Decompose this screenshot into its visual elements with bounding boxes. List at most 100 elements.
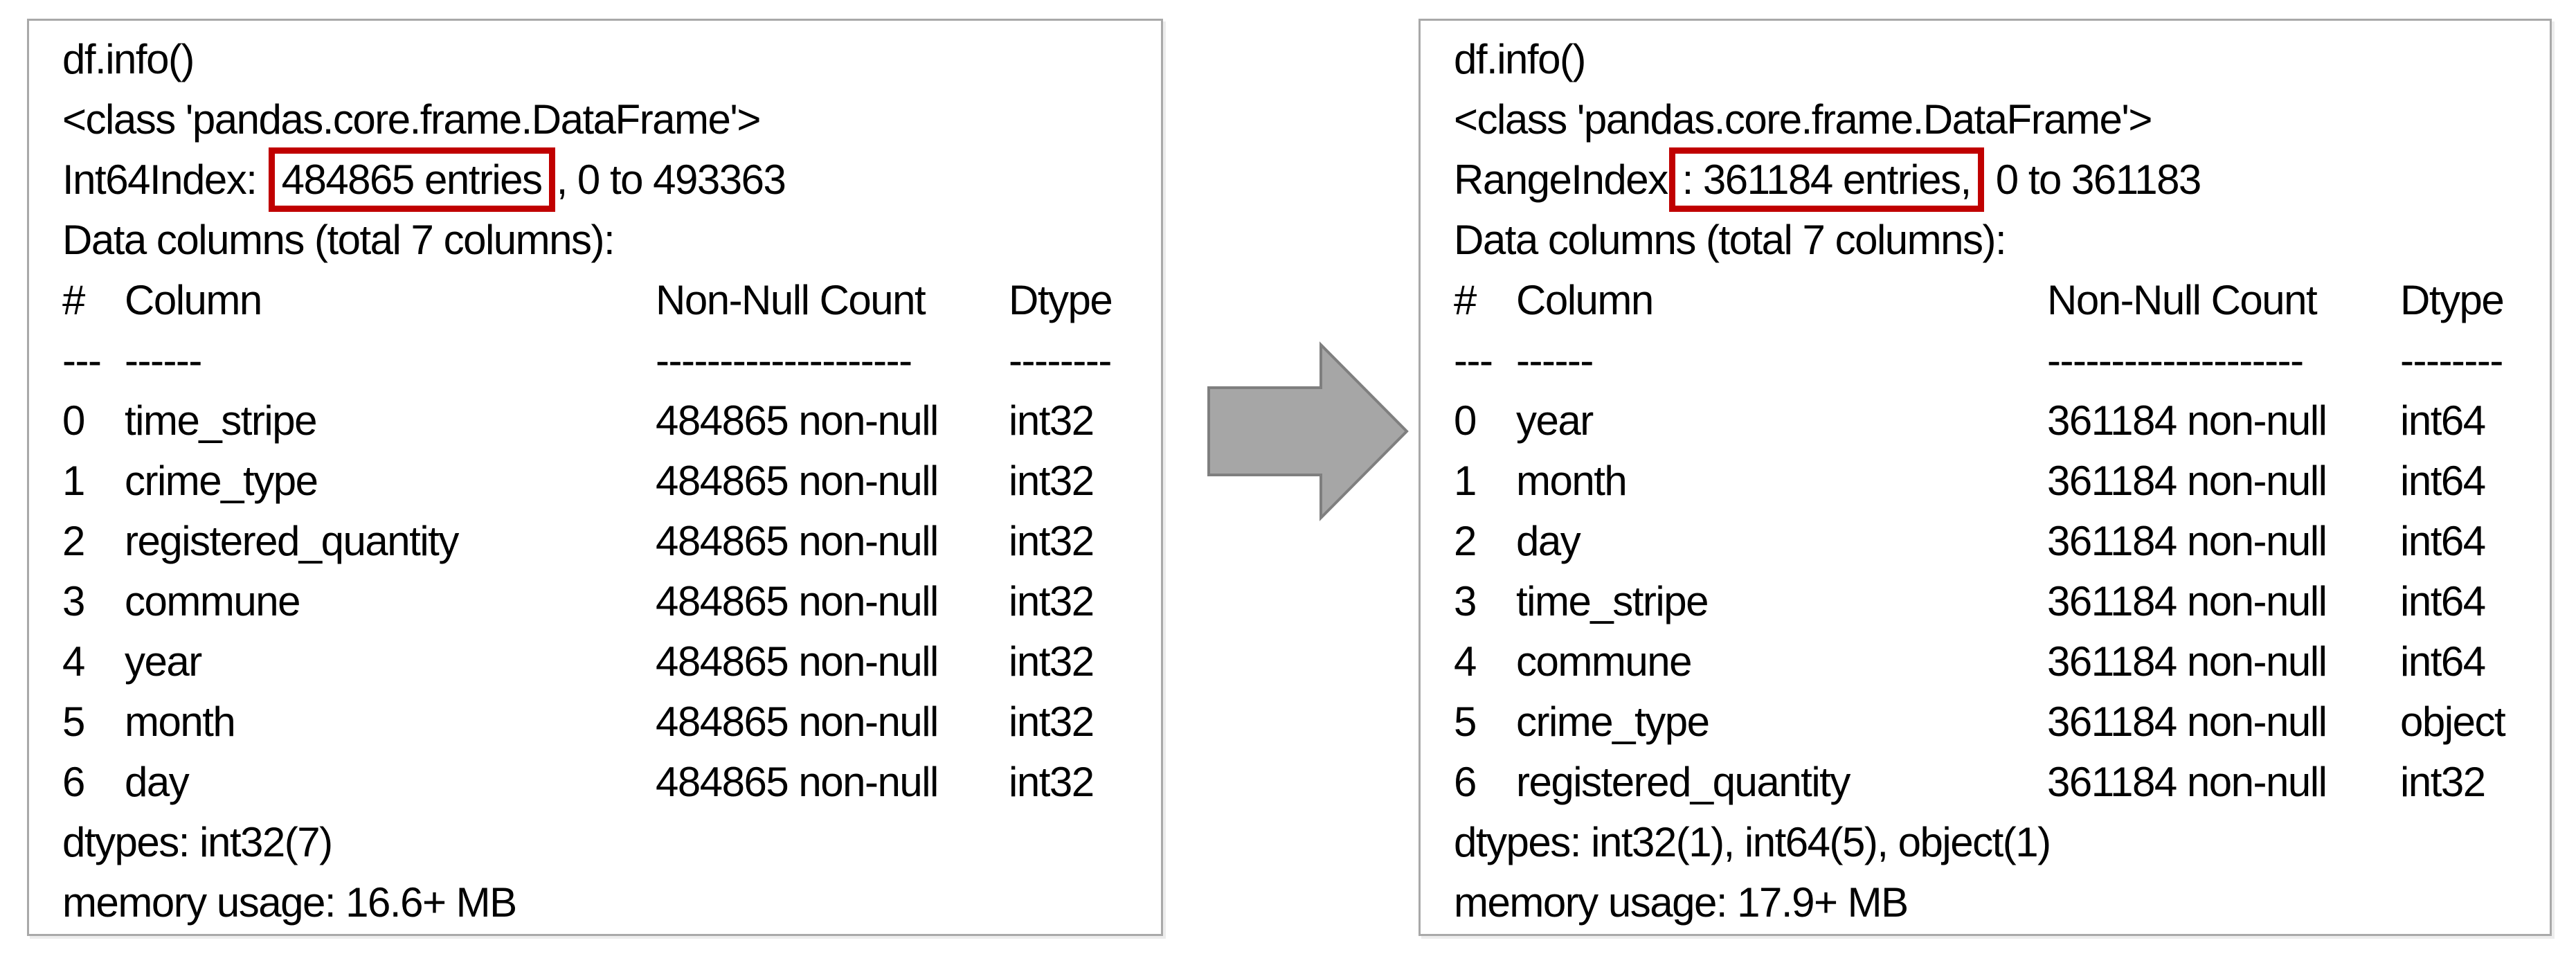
cell-dtype: int32 bbox=[1009, 759, 1095, 805]
dtypes-summary-line: dtypes: int32(7) bbox=[62, 819, 333, 865]
cell-column: time_stripe bbox=[1516, 578, 1709, 624]
data-columns-line: Data columns (total 7 columns): bbox=[62, 217, 615, 263]
cell-num: 3 bbox=[62, 578, 85, 624]
dtypes-summary-line: dtypes: int32(1), int64(5), object(1) bbox=[1454, 819, 2051, 865]
memory-usage-line: memory usage: 16.6+ MB bbox=[62, 879, 517, 926]
cell-non-null-count: 484865 non-null bbox=[656, 397, 939, 444]
table-row: 0 year 361184 non-null int64 bbox=[1454, 390, 2537, 451]
table-row: 0 time_stripe 484865 non-null int32 bbox=[62, 390, 1149, 451]
separator-column: ------ bbox=[1516, 337, 1594, 384]
header-num: # bbox=[62, 277, 85, 323]
header-dtype: Dtype bbox=[1009, 277, 1113, 323]
table-separator-row: --- ------ -------------------- -------- bbox=[62, 330, 1149, 390]
cell-num: 2 bbox=[1454, 518, 1477, 564]
cell-num: 0 bbox=[62, 397, 85, 444]
table-row: 6 registered_quantity 361184 non-null in… bbox=[1454, 752, 2537, 812]
header-num: # bbox=[1454, 277, 1477, 323]
cell-num: 1 bbox=[62, 458, 85, 504]
cell-column: year bbox=[1516, 397, 1594, 444]
header-non-null-count: Non-Null Count bbox=[656, 277, 926, 323]
index-line-suffix: , 0 to 493363 bbox=[556, 156, 786, 203]
cell-num: 1 bbox=[1454, 458, 1477, 504]
cell-column: commune bbox=[1516, 638, 1692, 685]
cell-column: month bbox=[125, 699, 236, 745]
header-column: Column bbox=[1516, 277, 1654, 323]
header-dtype: Dtype bbox=[2400, 277, 2505, 323]
header-non-null-count: Non-Null Count bbox=[2047, 277, 2318, 323]
cell-num: 5 bbox=[1454, 699, 1477, 745]
cell-non-null-count: 484865 non-null bbox=[656, 638, 939, 685]
cell-non-null-count: 484865 non-null bbox=[656, 458, 939, 504]
cell-num: 5 bbox=[62, 699, 85, 745]
cell-non-null-count: 484865 non-null bbox=[656, 699, 939, 745]
cell-column: month bbox=[1516, 458, 1628, 504]
cell-num: 2 bbox=[62, 518, 85, 564]
cell-dtype: object bbox=[2400, 699, 2506, 745]
cell-non-null-count: 484865 non-null bbox=[656, 518, 939, 564]
cell-non-null-count: 361184 non-null bbox=[2047, 759, 2327, 805]
cell-non-null-count: 361184 non-null bbox=[2047, 458, 2327, 504]
cell-non-null-count: 484865 non-null bbox=[656, 578, 939, 624]
code-line: df.info() bbox=[1454, 36, 1586, 82]
cell-dtype: int64 bbox=[2400, 578, 2486, 624]
table-row: 2 registered_quantity 484865 non-null in… bbox=[62, 511, 1149, 571]
cell-dtype: int64 bbox=[2400, 458, 2486, 504]
table-row: 1 crime_type 484865 non-null int32 bbox=[62, 451, 1149, 511]
table-header-row: # Column Non-Null Count Dtype bbox=[62, 270, 1149, 330]
left-df-info-panel: df.info() <class 'pandas.core.frame.Data… bbox=[27, 19, 1163, 936]
cell-dtype: int64 bbox=[2400, 638, 2486, 685]
cell-column: commune bbox=[125, 578, 300, 624]
table-separator-row: --- ------ -------------------- -------- bbox=[1454, 330, 2537, 390]
cell-dtype: int32 bbox=[1009, 518, 1095, 564]
cell-num: 4 bbox=[62, 638, 85, 685]
cell-dtype: int32 bbox=[2400, 759, 2486, 805]
cell-num: 4 bbox=[1454, 638, 1477, 685]
cell-column: registered_quantity bbox=[1516, 759, 1850, 805]
separator-column: ------ bbox=[125, 337, 202, 384]
cell-dtype: int64 bbox=[2400, 397, 2486, 444]
entries-highlight-box: : 361184 entries, bbox=[1668, 147, 1984, 212]
cell-column: day bbox=[1516, 518, 1581, 564]
table-row: 4 commune 361184 non-null int64 bbox=[1454, 631, 2537, 692]
cell-dtype: int32 bbox=[1009, 638, 1095, 685]
table-row: 4 year 484865 non-null int32 bbox=[62, 631, 1149, 692]
data-columns-line: Data columns (total 7 columns): bbox=[1454, 217, 2007, 263]
cell-num: 6 bbox=[1454, 759, 1477, 805]
cell-dtype: int32 bbox=[1009, 458, 1095, 504]
cell-column: time_stripe bbox=[125, 397, 317, 444]
table-header-row: # Column Non-Null Count Dtype bbox=[1454, 270, 2537, 330]
cell-non-null-count: 361184 non-null bbox=[2047, 518, 2327, 564]
cell-column: year bbox=[125, 638, 202, 685]
index-line-suffix: 0 to 361183 bbox=[1985, 156, 2202, 203]
table-row: 5 crime_type 361184 non-null object bbox=[1454, 692, 2537, 752]
cell-column: day bbox=[125, 759, 190, 805]
cell-dtype: int64 bbox=[2400, 518, 2486, 564]
cell-non-null-count: 361184 non-null bbox=[2047, 397, 2327, 444]
separator-dtype: -------- bbox=[2400, 337, 2503, 384]
cell-num: 6 bbox=[62, 759, 85, 805]
table-row: 1 month 361184 non-null int64 bbox=[1454, 451, 2537, 511]
entries-highlight-box: 484865 entries bbox=[268, 147, 555, 212]
cell-dtype: int32 bbox=[1009, 699, 1095, 745]
cell-column: registered_quantity bbox=[125, 518, 459, 564]
cell-num: 0 bbox=[1454, 397, 1477, 444]
cell-column: crime_type bbox=[1516, 699, 1710, 745]
cell-non-null-count: 361184 non-null bbox=[2047, 578, 2327, 624]
cell-column: crime_type bbox=[125, 458, 318, 504]
right-df-info-panel: df.info() <class 'pandas.core.frame.Data… bbox=[1418, 19, 2552, 936]
index-line-prefix: Int64Index: bbox=[62, 156, 267, 203]
cell-num: 3 bbox=[1454, 578, 1477, 624]
code-line: df.info() bbox=[62, 36, 195, 82]
cell-non-null-count: 484865 non-null bbox=[656, 759, 939, 805]
memory-usage-line: memory usage: 17.9+ MB bbox=[1454, 879, 1909, 926]
table-row: 6 day 484865 non-null int32 bbox=[62, 752, 1149, 812]
index-line: Int64Index: 484865 entries, 0 to 493363 bbox=[62, 147, 1149, 212]
separator-non-null-count: -------------------- bbox=[2047, 337, 2304, 384]
index-line-prefix: RangeIndex bbox=[1454, 156, 1668, 203]
separator-num: --- bbox=[62, 337, 102, 384]
cell-dtype: int32 bbox=[1009, 578, 1095, 624]
header-column: Column bbox=[125, 277, 262, 323]
transform-arrow bbox=[1206, 339, 1411, 523]
table-row: 3 commune 484865 non-null int32 bbox=[62, 571, 1149, 631]
